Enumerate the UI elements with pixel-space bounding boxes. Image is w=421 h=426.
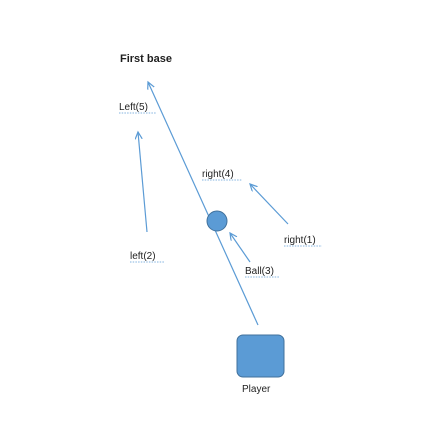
right4-arrow [250, 184, 289, 225]
ball-circle [206, 210, 228, 232]
throw-path-line [148, 82, 259, 326]
ball3-label: Ball(3) [245, 266, 274, 277]
left5-label: Left(5) [119, 102, 148, 113]
ball3-arrow [230, 233, 251, 263]
right4-label: right(4) [202, 169, 234, 180]
player-label: Player [242, 384, 271, 395]
left2-arrow [138, 132, 148, 233]
first-base-label: First base [120, 53, 172, 65]
player-box [236, 334, 285, 378]
right1-label: right(1) [284, 235, 316, 246]
left2-label: left(2) [130, 251, 156, 262]
